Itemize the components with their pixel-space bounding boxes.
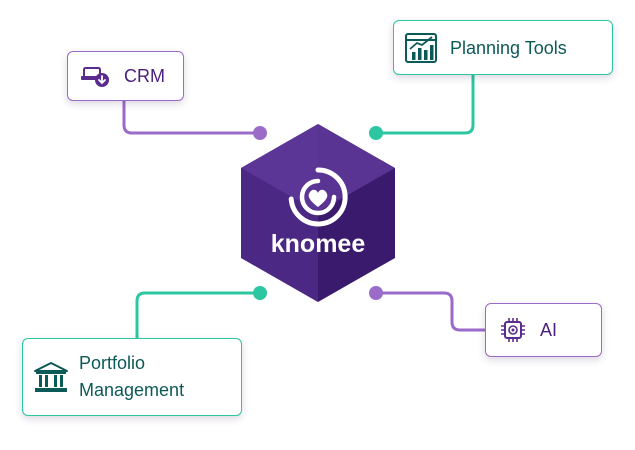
junction-dot-ai xyxy=(369,286,383,300)
knomee-hub: knomee xyxy=(241,124,395,302)
ai-card[interactable]: AI xyxy=(485,303,602,357)
connector-portfolio xyxy=(135,291,262,340)
portfolio-management-card[interactable]: Portfolio Management xyxy=(22,338,242,416)
connector-crm xyxy=(122,99,262,135)
planning-tools-label: Planning Tools xyxy=(450,37,567,58)
ai-chip-icon xyxy=(498,315,528,345)
crm-label: CRM xyxy=(124,66,165,86)
connector-planning xyxy=(374,73,475,135)
crm-icon xyxy=(80,62,112,90)
crm-card[interactable]: CRM xyxy=(67,51,184,101)
bank-icon xyxy=(33,360,69,394)
portfolio-management-label: Portfolio Management xyxy=(79,353,185,400)
planning-tools-card[interactable]: Planning Tools xyxy=(393,20,613,75)
junction-dot-planning xyxy=(369,126,383,140)
junction-dot-portfolio xyxy=(253,286,267,300)
chart-icon xyxy=(404,32,438,64)
connector-ai xyxy=(374,291,487,332)
junction-dot-crm xyxy=(253,126,267,140)
knomee-logo-icon xyxy=(288,167,348,227)
hub-brand-name: knomee xyxy=(271,230,366,258)
ai-label: AI xyxy=(540,320,558,340)
